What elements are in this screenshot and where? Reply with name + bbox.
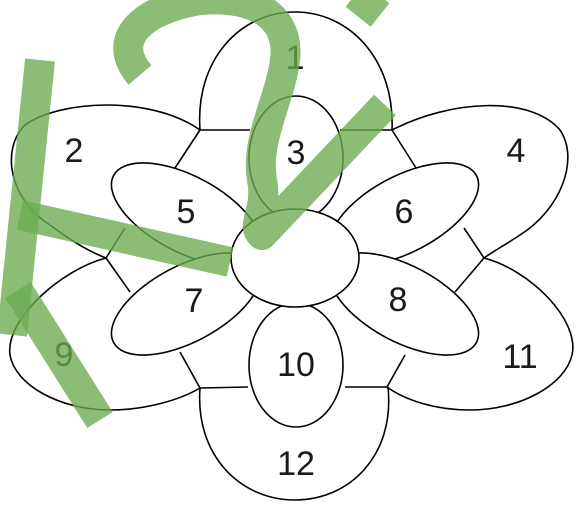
region-label-2: 2 — [65, 132, 84, 170]
region-label-5: 5 — [177, 193, 196, 231]
region-label-4: 4 — [507, 132, 526, 170]
region-label-3: 3 — [287, 134, 306, 172]
region-label-11: 11 — [502, 338, 537, 376]
region-label-12: 12 — [277, 445, 315, 483]
region-label-8: 8 — [389, 281, 408, 319]
region-label-10: 10 — [277, 346, 315, 384]
region-label-7: 7 — [185, 282, 204, 320]
region-label-6: 6 — [395, 193, 414, 231]
watermark-top-right-stroke — [355, 0, 380, 15]
